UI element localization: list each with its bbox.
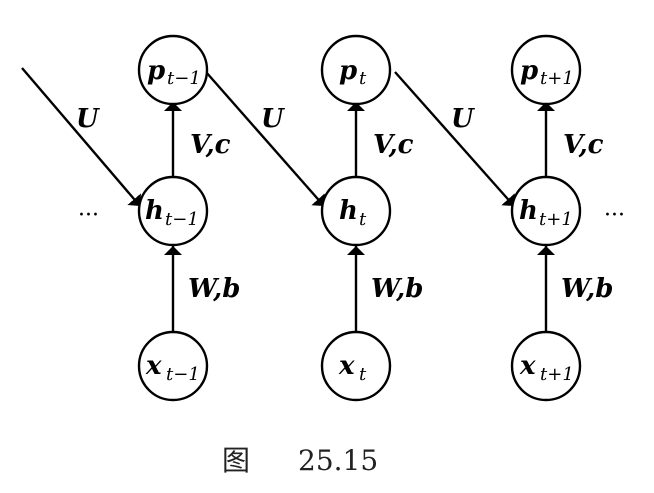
node-p-t-plus-1-base: p [520, 56, 538, 86]
ellipsis-left: ··· [78, 203, 99, 228]
node-p-t-base: p [339, 56, 357, 86]
node-x-t-minus-1: x t−1 [137, 330, 209, 402]
node-x-t-sub: t [359, 364, 367, 385]
node-p-t-minus-1-sub: t−1 [167, 68, 201, 89]
edge-label-u-2: U [261, 104, 285, 134]
node-x-t-plus-1: x t+1 [510, 330, 582, 402]
caption-prefix: 图 [222, 444, 250, 477]
edge-label-wb-1: W,b [188, 274, 240, 304]
node-x-t-minus-1-base: x [145, 351, 162, 381]
node-p-t-sub: t [359, 68, 367, 89]
node-h-t-minus-1-base: h [145, 196, 164, 226]
node-p-t-plus-1: p t+1 [510, 34, 582, 106]
node-x-t-minus-1-sub: t−1 [166, 364, 200, 385]
edge-label-wb-3: W,b [561, 274, 613, 304]
node-x-t-plus-1-sub: t+1 [540, 364, 574, 385]
node-p-t-plus-1-sub: t+1 [540, 68, 574, 89]
edge-label-u-3: U [451, 104, 475, 134]
node-p-t-minus-1-base: p [147, 56, 165, 86]
node-p-t: p t [320, 34, 392, 106]
edge-label-wb-2: W,b [371, 274, 423, 304]
node-h-t-plus-1: h t+1 [510, 175, 582, 247]
node-h-t-minus-1-sub: t−1 [165, 209, 199, 230]
edge-label-vc-2: V,c [373, 130, 414, 160]
node-h-t: h t [320, 175, 392, 247]
edge-label-u-1: U [76, 104, 100, 134]
node-p-t-minus-1: p t−1 [137, 34, 209, 106]
caption-number: 25.15 [298, 444, 378, 477]
node-h-t-sub: t [359, 209, 367, 230]
node-h-t-plus-1-sub: t+1 [539, 209, 573, 230]
ellipsis-right: ··· [604, 203, 625, 228]
node-h-t-plus-1-base: h [519, 196, 538, 226]
node-h-t-minus-1: h t−1 [137, 175, 209, 247]
edge-label-vc-1: V,c [190, 130, 231, 160]
node-h-t-base: h [339, 196, 358, 226]
node-x-t-plus-1-base: x [519, 351, 536, 381]
edge-recurrent-t-minus-1-to-t [205, 71, 325, 207]
edge-label-vc-3: V,c [563, 130, 604, 160]
node-x-t-base: x [338, 351, 355, 381]
node-x-t: x t [320, 330, 392, 402]
edge-recurrent-t-to-t-plus-1 [394, 71, 515, 207]
edge-recurrent-in [21, 67, 141, 207]
